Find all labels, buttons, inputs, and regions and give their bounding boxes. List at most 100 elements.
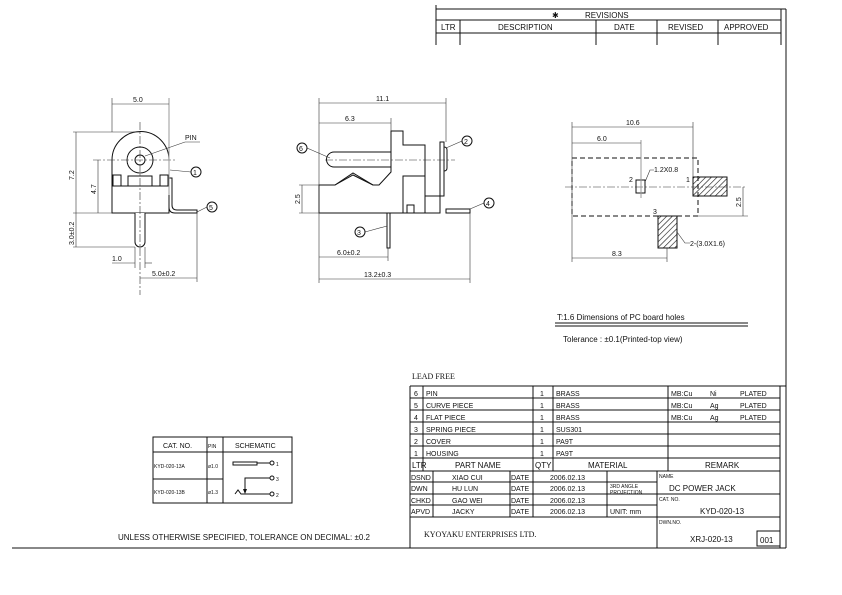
dim-total: 13.2±0.3 (364, 272, 391, 279)
header-part-name: PART NAME (455, 461, 501, 470)
signoff-role: DWN (411, 486, 428, 493)
sheet-number: 001 (760, 536, 774, 545)
part-qty: 1 (540, 391, 544, 398)
part-qty: 1 (540, 451, 544, 458)
signoff-date: 2006.02.13 (550, 486, 585, 493)
dim-pin: 6.3 (345, 116, 355, 123)
signoff-date: 2006.02.13 (550, 475, 585, 482)
tolerance-note: UNLESS OTHERWISE SPECIFIED, TOLERANCE ON… (118, 533, 371, 542)
side-view: 11.1 6.3 2.5 6.0±0.2 13.2±0.3 6 2 4 3 (295, 96, 495, 283)
cat-header-schematic: SCHEMATIC (235, 443, 276, 450)
part-name: PIN (426, 391, 438, 398)
cat-row-a: KYD-020-13A (154, 464, 186, 470)
dim-total: 10.6 (626, 120, 640, 127)
part-remark: MB:Cu (671, 391, 693, 398)
dim-base: 2.5 (295, 194, 302, 204)
part-material: SUS301 (556, 427, 582, 434)
hole-small-size: 1.2X0.8 (654, 167, 678, 174)
asterisk-icon: ✱ (552, 11, 559, 20)
catalog-table: CAT. NO. PIN SCHEMATIC KYD-020-13A ø1.0 … (152, 436, 293, 504)
hole-3-pad (657, 215, 678, 249)
dim-pin-length: 3.0±0.2 (69, 222, 76, 245)
part-material: PA9T (556, 451, 574, 458)
signoff-name: JACKY (452, 509, 475, 516)
schematic-label-2: 2 (276, 493, 279, 499)
part-remark: Ag (710, 415, 719, 422)
pcb-holes-view: 10.6 6.0 8.3 2.5 1 2 3 1.2X0.8 2-(3.0X1.… (555, 120, 748, 344)
part-ltr: 1 (414, 451, 418, 458)
dimension-lines (73, 98, 198, 282)
rev-header-description: DESCRIPTION (498, 23, 553, 32)
part-name: HOUSING (426, 451, 459, 458)
pcb-caption: T:1.6 Dimensions of PC board holes (557, 313, 685, 322)
header-ltr: LTR (412, 461, 427, 470)
part-remark: Ag (710, 403, 719, 410)
header-remark: REMARK (705, 461, 740, 470)
dim-hole2: 6.0 (597, 136, 607, 143)
part-ltr: 6 (414, 391, 418, 398)
revisions-table: ✱ REVISIONS LTR DESCRIPTION DATE REVISED… (435, 5, 782, 45)
dim-pin-dia: 1.0 (112, 256, 122, 263)
dwn-no-label: DWN.NO. (659, 520, 681, 526)
cat-row-b: KYD-020-13B (154, 490, 186, 496)
dim-hole3: 8.3 (612, 251, 622, 258)
signoff-date: 2006.02.13 (550, 509, 585, 516)
part-remark: Ni (710, 391, 717, 398)
part-material: BRASS (556, 403, 580, 410)
part-material: BRASS (556, 391, 580, 398)
company-name: KYOYAKU ENTERPRISES LTD. (424, 530, 536, 539)
rev-header-revised: REVISED (668, 23, 703, 32)
part-row: 6 PIN 1 BRASS MB:Cu Ni PLATED (410, 391, 780, 399)
signoff-date-label: DATE (511, 498, 529, 505)
part-qty: 1 (540, 403, 544, 410)
signoff-role: CHKD (411, 498, 431, 505)
part-material: BRASS (556, 415, 580, 422)
header-qty: QTY (535, 461, 552, 470)
revisions-title: REVISIONS (585, 11, 629, 20)
pcb-tolerance: Tolerance : ±0.1(Printed-top view) (563, 335, 683, 344)
part-ltr: 5 (414, 403, 418, 410)
schematic-label-3: 3 (276, 477, 279, 483)
part-remark: PLATED (740, 403, 767, 410)
schematic-symbol: 1 3 2 (232, 460, 279, 499)
pin-label: PIN (185, 135, 197, 142)
pin-row-b: ø1.3 (208, 490, 218, 496)
lead-free-label: LEAD FREE (412, 372, 455, 381)
part-remark: PLATED (740, 391, 767, 398)
part-name: FLAT PIECE (426, 415, 466, 422)
part-material: PA9T (556, 439, 574, 446)
signoff-date-label: DATE (511, 475, 529, 482)
callout-1: 1 (193, 170, 197, 177)
callout-2: 2 (464, 139, 468, 146)
dimension-lines (299, 98, 471, 283)
part-row: 1 HOUSING 1 PA9T (410, 451, 780, 459)
product-name: DC POWER JACK (669, 484, 736, 493)
cat-no: KYD-020-13 (700, 507, 745, 516)
hole-1-pad (692, 176, 728, 197)
title-block (409, 385, 786, 548)
unit-label: UNIT: mm (610, 509, 641, 516)
part-remark: PLATED (740, 415, 767, 422)
part-qty: 1 (540, 439, 544, 446)
part-name: CURVE PIECE (426, 403, 474, 410)
part-ltr: 3 (414, 427, 418, 434)
signoff-name: HU LUN (452, 486, 478, 493)
cat-no-label: CAT. NO. (659, 497, 680, 503)
hole-slot-size: 2-(3.0X1.6) (690, 241, 725, 248)
part-ltr: 4 (414, 415, 418, 422)
signoff-name: GAO WEI (452, 498, 483, 505)
part-remark: MB:Cu (671, 415, 693, 422)
dim-length: 11.1 (376, 96, 389, 103)
dwn-no: XRJ-020-13 (690, 535, 733, 544)
part-qty: 1 (540, 427, 544, 434)
schematic-label-1: 1 (276, 462, 279, 468)
